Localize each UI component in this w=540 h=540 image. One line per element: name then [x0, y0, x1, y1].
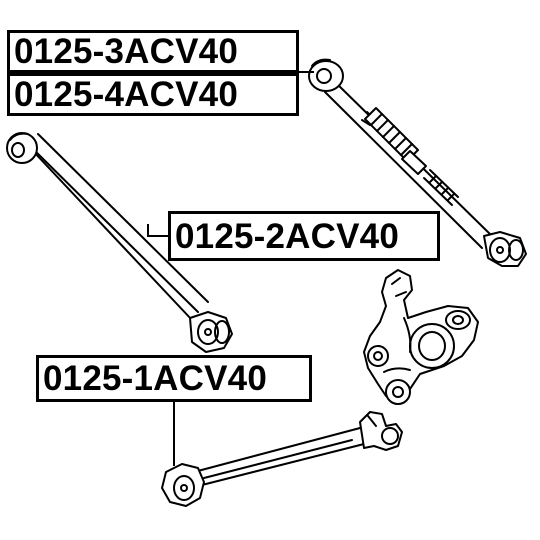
- leader-line-part-2: [147, 224, 169, 237]
- part-number-label-3: 0125-3ACV40: [7, 30, 299, 73]
- lower-arm-drawing: [161, 411, 403, 507]
- lateral-link-drawing: [6, 132, 233, 353]
- part-number-text-2: 0125-2ACV40: [175, 216, 400, 256]
- part-number-text-3: 0125-3ACV40: [14, 32, 239, 71]
- part-number-label-1: 0125-1ACV40: [36, 355, 312, 402]
- part-number-text-4: 0125-4ACV40: [14, 75, 239, 114]
- part-number-label-4: 0125-4ACV40: [7, 73, 299, 116]
- adjustable-arm-drawing: [308, 58, 527, 267]
- part-number-label-2: 0125-2ACV40: [168, 211, 440, 261]
- part-number-text-1: 0125-1ACV40: [43, 359, 268, 398]
- knuckle-drawing: [363, 269, 479, 405]
